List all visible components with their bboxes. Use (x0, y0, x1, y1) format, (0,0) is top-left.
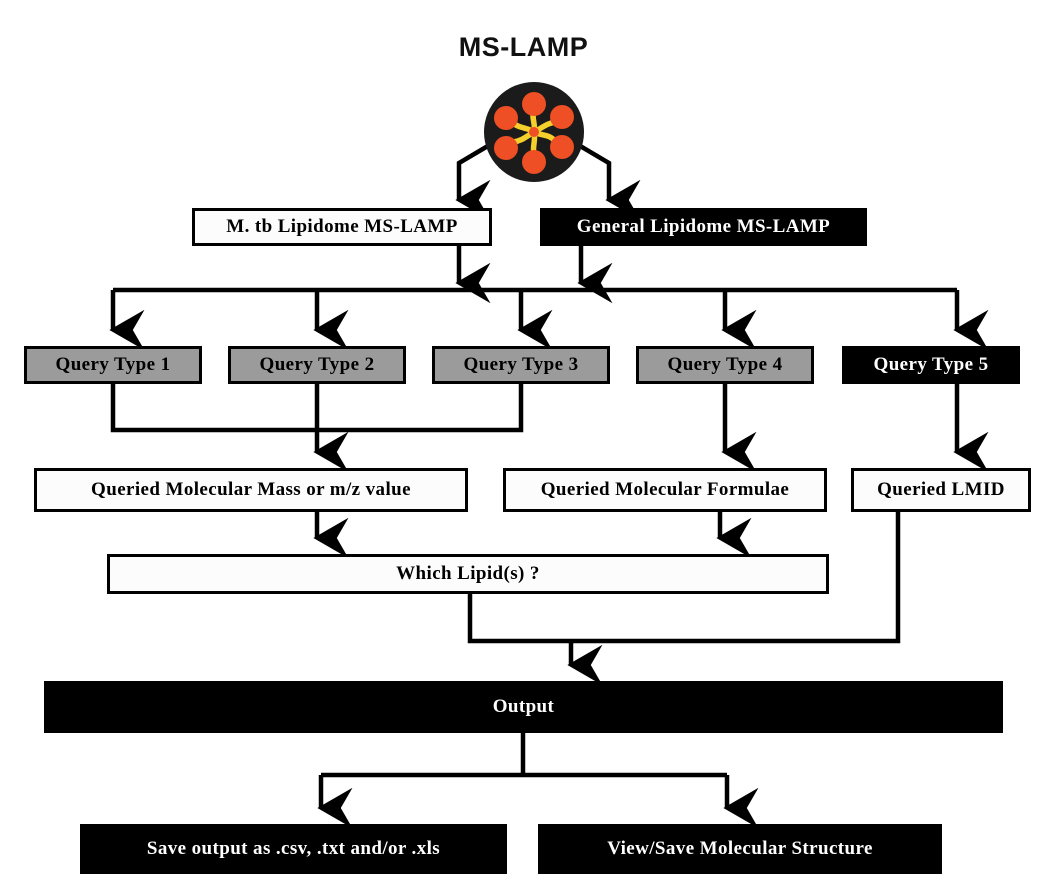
node-output[interactable]: Output (44, 681, 1003, 733)
node-label: Query Type 2 (259, 354, 375, 376)
node-label: Save output as .csv, .txt and/or .xls (146, 838, 441, 860)
node-query-type-5[interactable]: Query Type 5 (842, 346, 1020, 384)
node-which-lipids[interactable]: Which Lipid(s) ? (107, 554, 829, 594)
node-label: Output (492, 696, 555, 718)
node-label: General Lipidome MS-LAMP (576, 216, 831, 238)
node-query-type-3[interactable]: Query Type 3 (432, 346, 610, 384)
node-query-type-2[interactable]: Query Type 2 (228, 346, 406, 384)
node-label: Which Lipid(s) ? (396, 563, 540, 585)
page-title: MS-LAMP (458, 32, 589, 62)
node-query-type-4[interactable]: Query Type 4 (636, 346, 814, 384)
node-label: Query Type 1 (55, 354, 171, 376)
node-label: M. tb Lipidome MS-LAMP (226, 216, 458, 238)
node-queried-lmid[interactable]: Queried LMID (851, 468, 1031, 512)
node-queried-molecular-formulae[interactable]: Queried Molecular Formulae (503, 468, 827, 512)
node-label: Query Type 4 (667, 354, 783, 376)
node-label: Query Type 5 (873, 354, 989, 376)
node-label: Query Type 3 (463, 354, 579, 376)
node-save-output[interactable]: Save output as .csv, .txt and/or .xls (80, 824, 507, 874)
ms-lamp-logo-icon (484, 82, 584, 182)
node-queried-molecular-mass[interactable]: Queried Molecular Mass or m/z value (34, 468, 468, 512)
node-label: Queried LMID (877, 479, 1005, 501)
node-label: View/Save Molecular Structure (607, 838, 873, 860)
node-label: Queried Molecular Formulae (540, 479, 790, 501)
node-view-save-structure[interactable]: View/Save Molecular Structure (538, 824, 942, 874)
node-mtb-lipidome[interactable]: M. tb Lipidome MS-LAMP (192, 208, 492, 246)
node-query-type-1[interactable]: Query Type 1 (24, 346, 202, 384)
node-general-lipidome[interactable]: General Lipidome MS-LAMP (540, 208, 867, 246)
node-label: Queried Molecular Mass or m/z value (91, 479, 411, 501)
